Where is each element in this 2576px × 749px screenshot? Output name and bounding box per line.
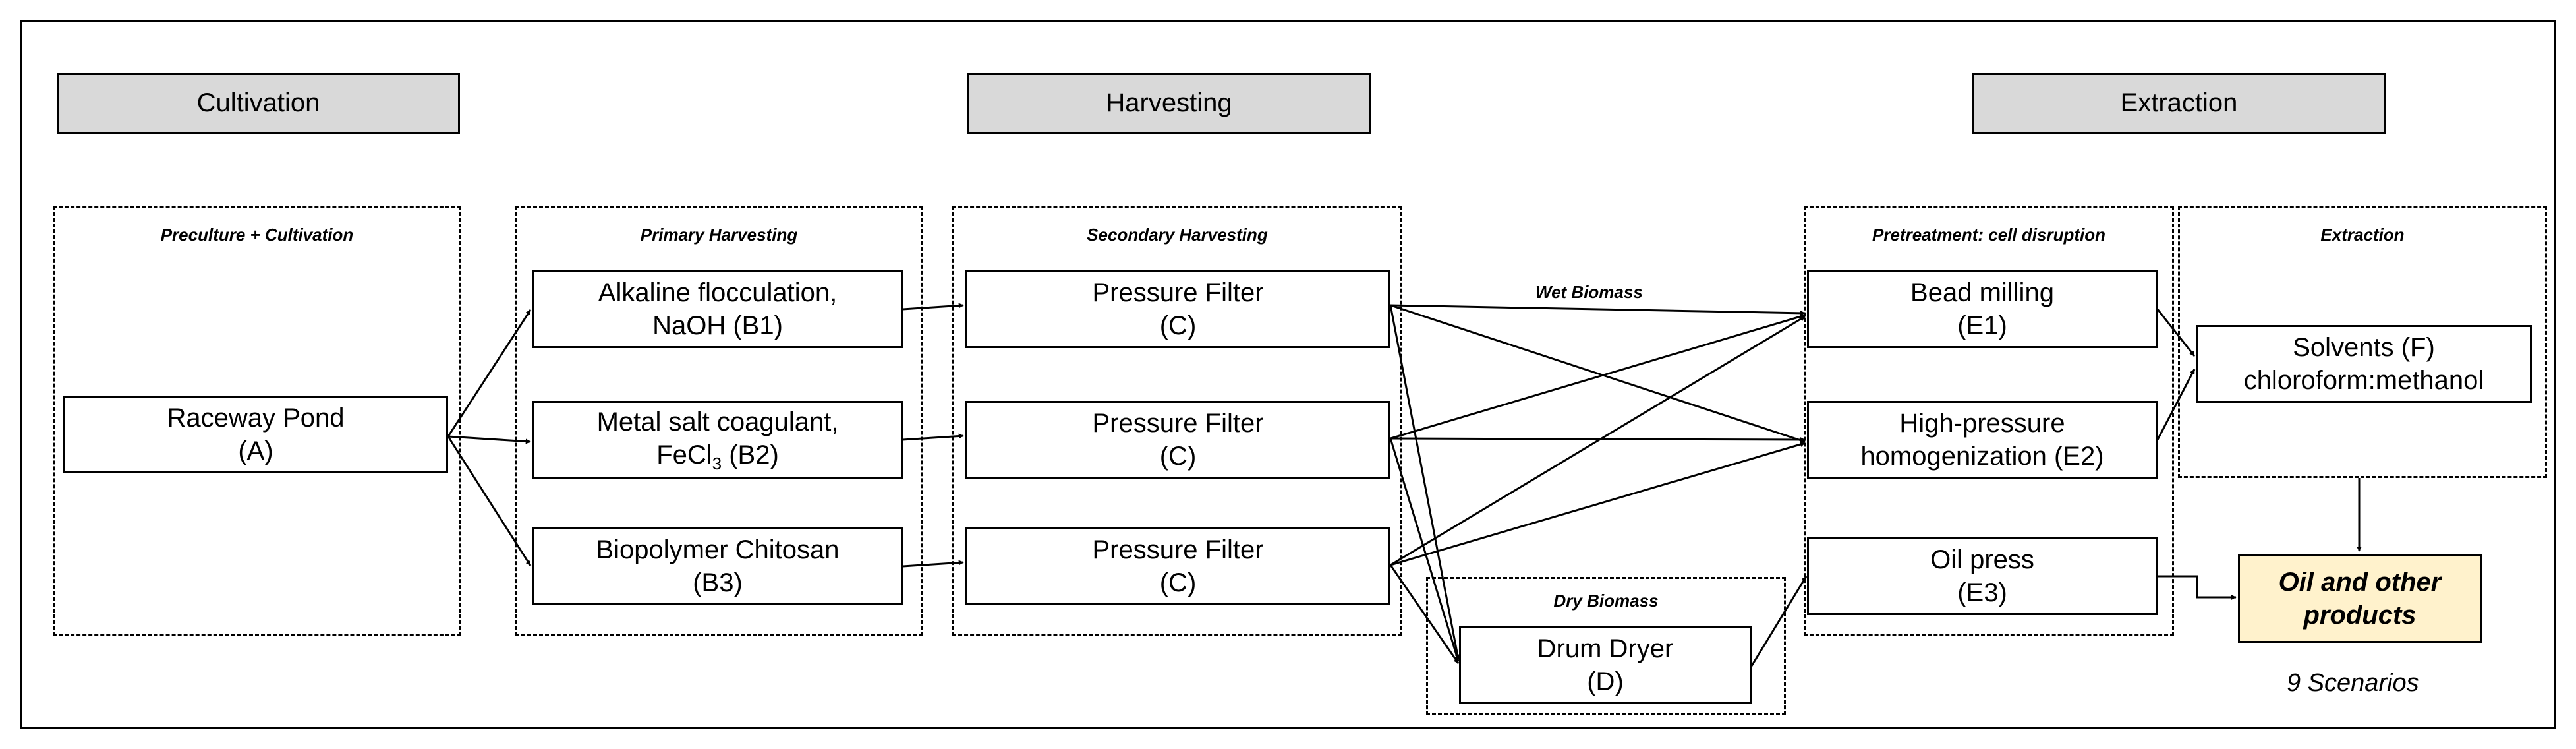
stage-header-cultivation: Cultivation — [57, 73, 460, 134]
group-pretreatment: Pretreatment: cell disruption — [1804, 206, 2174, 636]
group-secondary-harvesting: Secondary Harvesting — [952, 206, 1402, 636]
node-c3-line2: (C) — [1159, 568, 1197, 597]
node-d-line2: (D) — [1587, 667, 1624, 696]
arrow-e2-f — [2156, 369, 2196, 440]
node-drum-dryer: Drum Dryer (D) — [1459, 626, 1752, 704]
arrow-c1-e1 — [1390, 304, 1806, 316]
node-b2-sub: 3 — [712, 453, 722, 473]
node-e2-line2: homogenization (E2) — [1860, 442, 2104, 471]
group-primary-harvesting: Primary Harvesting — [515, 206, 923, 636]
node-product-line1: Oil and other — [2278, 567, 2442, 597]
node-e2-line1: High-pressure — [1899, 409, 2065, 438]
arrow-b1-c1 — [902, 303, 964, 311]
node-raceway-pond: Raceway Pond (A) — [63, 396, 448, 473]
node-pressure-filter-3: Pressure Filter (C) — [965, 527, 1390, 605]
arrow-a-b3 — [447, 436, 532, 566]
node-c1-line2: (C) — [1159, 311, 1197, 340]
node-b1-line1: Alkaline flocculation, — [598, 278, 838, 307]
node-d-line1: Drum Dryer — [1537, 634, 1674, 663]
node-c3-line1: Pressure Filter — [1092, 535, 1264, 564]
node-metal-salt-coagulant: Metal salt coagulant, FeCl3 (B2) — [532, 401, 903, 479]
node-c2-line2: (C) — [1159, 442, 1197, 471]
arrow-c2-e1 — [1390, 314, 1806, 440]
node-c1-line1: Pressure Filter — [1092, 278, 1264, 307]
node-b2-line2: FeCl3 (B2) — [656, 438, 779, 475]
node-pressure-filter-1: Pressure Filter (C) — [965, 270, 1390, 348]
arrow-c3-e1 — [1390, 315, 1806, 566]
node-oil-products: Oil and other products — [2238, 554, 2482, 643]
node-f-line1: Solvents (F) — [2293, 333, 2435, 362]
node-bead-milling: Bead milling (E1) — [1807, 270, 2158, 348]
arrow-c1-e2 — [1390, 304, 1806, 443]
node-b3-line2: (B3) — [693, 568, 743, 597]
arrow-c2-d — [1389, 438, 1460, 662]
scenarios-label: 9 Scenarios — [2287, 669, 2419, 697]
node-f-line2: chloroform:methanol — [2243, 366, 2484, 395]
stage-header-harvesting: Harvesting — [967, 73, 1371, 134]
node-b2-fecl: FeCl — [656, 440, 712, 469]
node-a-line1: Raceway Pond — [167, 404, 345, 433]
node-high-pressure-homogenization: High-pressure homogenization (E2) — [1807, 401, 2158, 479]
node-b2-line1: Metal salt coagulant, — [596, 407, 839, 436]
arrow-d-e3 — [1750, 576, 1808, 667]
node-solvents: Solvents (F) chloroform:methanol — [2196, 325, 2532, 403]
node-e1-line2: (E1) — [1957, 311, 2007, 340]
node-b1-line2: NaOH (B1) — [652, 311, 783, 340]
arrow-c2-e2 — [1390, 436, 1806, 442]
arrow-b3-c3 — [902, 560, 964, 568]
group-label-secondary: Secondary Harvesting — [1087, 225, 1268, 245]
node-product-line2: products — [2303, 600, 2417, 630]
node-biopolymer-chitosan: Biopolymer Chitosan (B3) — [532, 527, 903, 605]
node-c2-line1: Pressure Filter — [1092, 409, 1264, 438]
node-oil-press: Oil press (E3) — [1807, 537, 2158, 615]
arrow-c1-d — [1389, 305, 1460, 660]
group-preculture: Preculture + Cultivation — [53, 206, 461, 636]
group-dry-biomass: Dry Biomass — [1426, 577, 1786, 715]
arrow-c3-d — [1389, 564, 1460, 664]
arrow-e1-f — [2156, 309, 2196, 357]
group-label-extraction: Extraction — [2320, 225, 2405, 245]
group-extraction: Extraction — [2178, 206, 2547, 478]
arrow-e3-product — [2158, 575, 2237, 600]
group-label-preculture: Preculture + Cultivation — [160, 225, 354, 245]
node-pressure-filter-2: Pressure Filter (C) — [965, 401, 1390, 479]
arrow-b2-c2 — [902, 433, 964, 441]
node-e3-line2: (E3) — [1957, 578, 2007, 607]
node-b3-line1: Biopolymer Chitosan — [596, 535, 840, 564]
node-alkaline-flocculation: Alkaline flocculation, NaOH (B1) — [532, 270, 903, 348]
stage-header-extraction: Extraction — [1972, 73, 2386, 134]
group-label-pretreatment: Pretreatment: cell disruption — [1872, 225, 2105, 245]
group-label-primary: Primary Harvesting — [640, 225, 798, 245]
arrow-a-b2 — [447, 435, 531, 444]
node-a-line2: (A) — [238, 436, 273, 465]
arrow-a-b1 — [447, 309, 532, 437]
node-e1-line1: Bead milling — [1910, 278, 2054, 307]
node-b2-suffix: (B2) — [722, 440, 779, 469]
node-e3-line1: Oil press — [1930, 545, 2034, 574]
diagram-frame — [20, 20, 2556, 729]
group-label-dry: Dry Biomass — [1553, 591, 1659, 611]
wet-biomass-label: Wet Biomass — [1535, 282, 1643, 302]
arrow-c3-e2 — [1390, 442, 1806, 566]
